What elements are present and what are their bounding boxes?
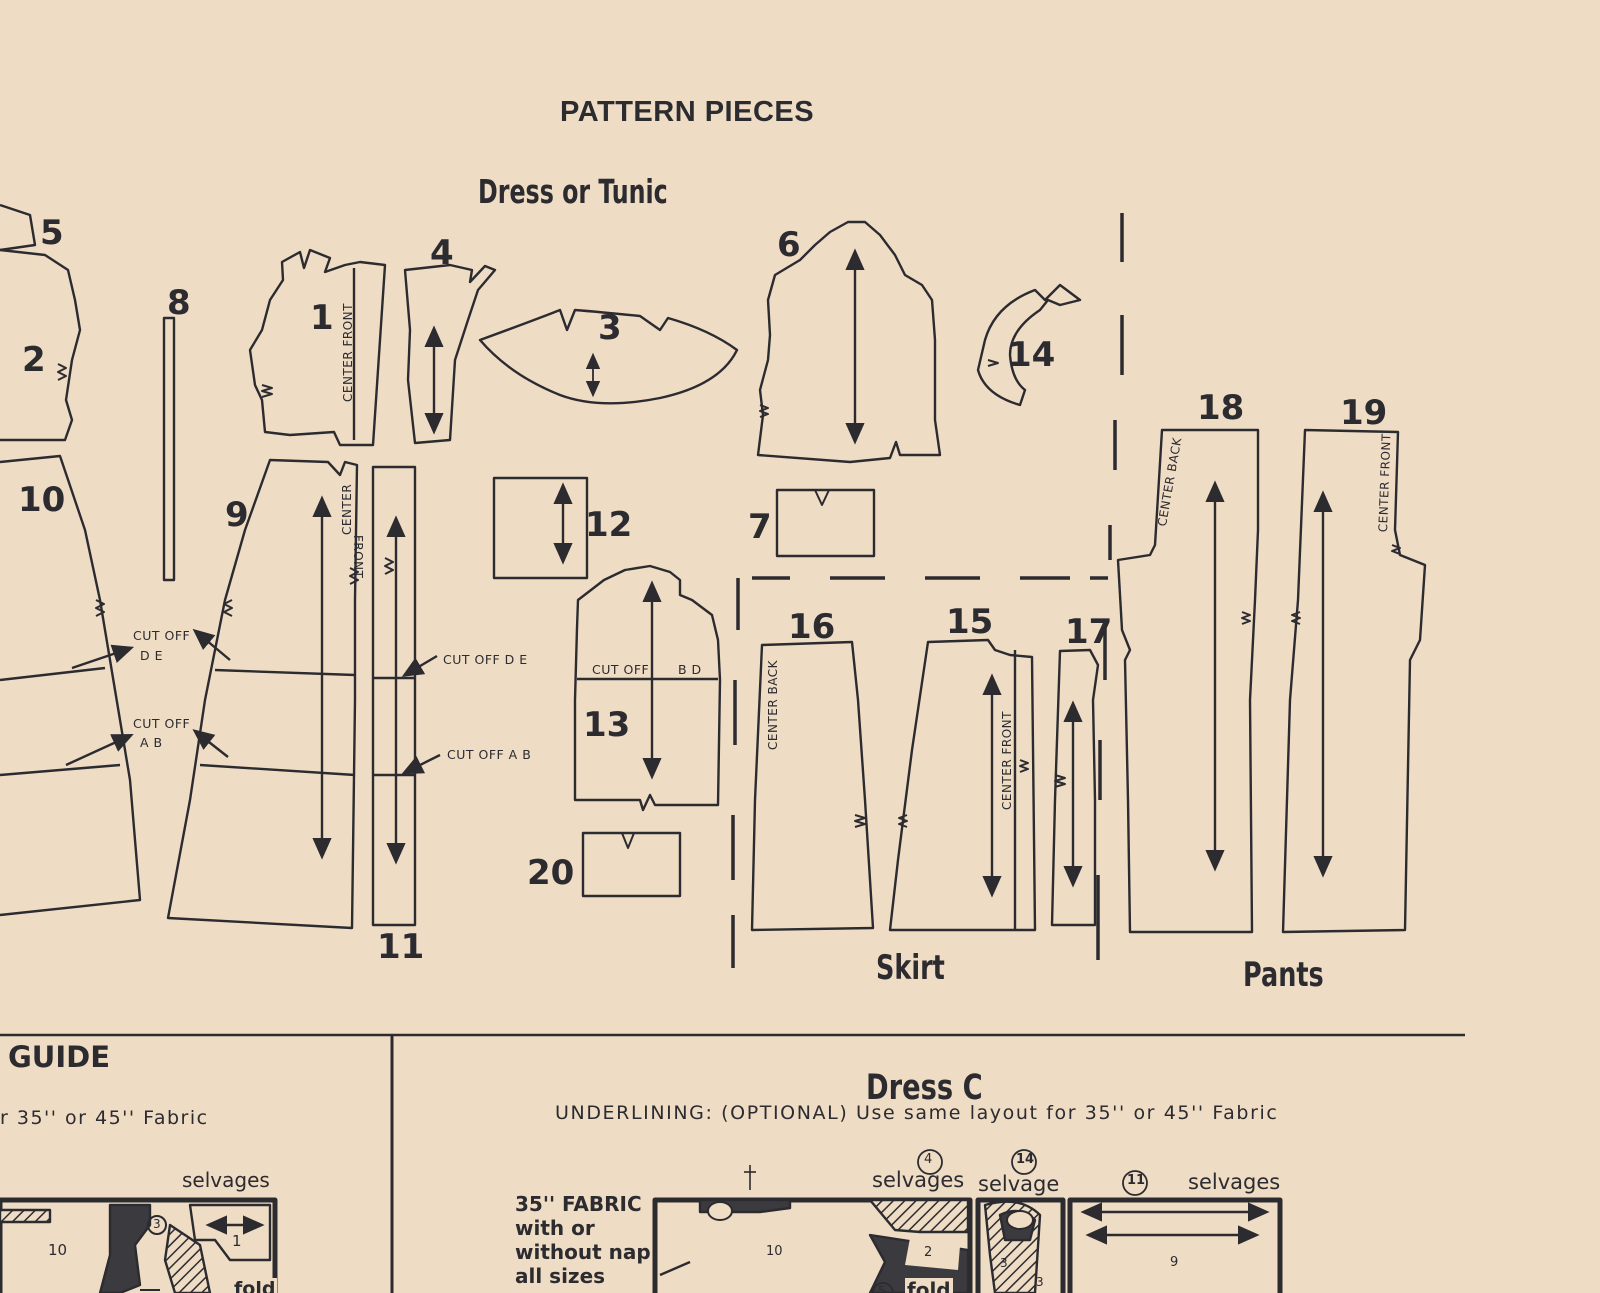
dress-c-circle-14: 14 <box>1016 1152 1035 1167</box>
cut-off-de-10: D E <box>140 648 163 663</box>
guide-selvages-label: selvages <box>182 1168 270 1192</box>
guide-fold-label: fold <box>232 1278 278 1293</box>
mark-center-front-1: CENTER FRONT <box>341 303 355 402</box>
dress-c-fold-label: fold <box>905 1278 953 1293</box>
piece-10-shape <box>0 454 142 917</box>
piece-18-shape <box>1116 428 1260 934</box>
section-label-skirt: Skirt <box>876 948 945 988</box>
dress-c-title: Dress C <box>866 1068 983 1108</box>
dress-c-layout-3b: 3 <box>1036 1275 1044 1289</box>
piece-16-shape <box>750 640 875 932</box>
mark-center-9: CENTER <box>340 483 354 535</box>
dress-c-selvage-label: selvage <box>978 1172 1060 1196</box>
piece-12-shape <box>492 476 589 580</box>
piece-number-20: 20 <box>527 853 575 893</box>
piece-number-16: 16 <box>788 607 836 647</box>
piece-number-4: 4 <box>430 233 454 273</box>
dress-c-selvages-label-1: selvages <box>872 1168 965 1192</box>
piece-20-shape <box>581 831 682 898</box>
dress-c-layout-9: 9 <box>1170 1255 1179 1270</box>
mark-center-front-15: CENTER FRONT <box>1000 711 1014 810</box>
piece-4-shape <box>403 263 497 445</box>
piece-number-18: 18 <box>1197 388 1245 428</box>
piece-number-7: 7 <box>748 507 772 547</box>
piece-number-8: 8 <box>167 283 191 323</box>
piece-15-shape <box>888 638 1037 932</box>
divider-vertical-right <box>1096 213 1124 960</box>
piece-number-12: 12 <box>585 505 633 545</box>
piece-3-shape <box>478 308 739 405</box>
piece-number-13: 13 <box>583 705 631 745</box>
dress-c-layout-2: 2 <box>924 1245 933 1260</box>
left-layout-diagram <box>0 1197 278 1293</box>
piece-13-shape <box>573 564 722 812</box>
piece-number-10: 10 <box>18 480 66 520</box>
cut-off-label-10-lower: CUT OFF <box>133 716 191 731</box>
guide-layout-piece-10: 10 <box>48 1241 68 1259</box>
piece-number-15: 15 <box>946 602 994 642</box>
guide-subtitle: r 35'' or 45'' Fabric <box>0 1107 209 1129</box>
piece-8-shape <box>162 316 176 582</box>
dress-c-fabric-note: 35'' FABRIC with or without nap all size… <box>515 1192 651 1288</box>
piece-2-shape <box>0 248 82 442</box>
dress-c-selvages-label-2: selvages <box>1188 1170 1281 1194</box>
piece-5-shape <box>0 203 37 252</box>
divider-vertical-left <box>731 578 740 968</box>
piece-1-shape <box>248 248 387 447</box>
page-title: PATTERN PIECES <box>560 96 815 128</box>
piece-number-9: 9 <box>225 495 249 535</box>
piece-11-shape <box>371 465 417 927</box>
piece-number-6: 6 <box>777 225 801 265</box>
piece-7-shape <box>775 488 876 558</box>
piece-number-11: 11 <box>377 927 425 967</box>
cut-off-ab-11: CUT OFF A B <box>447 747 532 762</box>
mark-front-11: FRONT <box>351 535 365 579</box>
piece-14-shape <box>976 283 1082 407</box>
piece-9-shape <box>166 458 359 930</box>
piece-19-shape <box>1281 428 1427 934</box>
guide-layout-piece-1: 1 <box>232 1232 242 1250</box>
dress-c-circle-4: 4 <box>924 1152 933 1167</box>
piece-6-shape <box>756 220 942 464</box>
cut-off-label-13: CUT OFF <box>592 662 650 677</box>
dress-c-underlining-note: UNDERLINING: (OPTIONAL) Use same layout … <box>555 1102 1279 1124</box>
section-title-dress-tunic: Dress or Tunic <box>478 172 668 211</box>
piece-17-shape <box>1050 648 1100 927</box>
piece-number-3: 3 <box>598 308 622 348</box>
cut-off-bd-13: B D <box>678 662 702 677</box>
dress-c-layout-10-circle: 10 <box>713 1204 729 1217</box>
piece-number-14: 14 <box>1008 335 1056 375</box>
piece-number-19: 19 <box>1340 393 1388 433</box>
cut-off-de-11: CUT OFF D E <box>443 652 528 667</box>
mark-center-back-16: CENTER BACK <box>766 660 780 750</box>
piece-number-2: 2 <box>22 340 46 380</box>
dress-c-circle-11: 11 <box>1127 1173 1146 1188</box>
piece-number-17: 17 <box>1065 612 1113 652</box>
dress-c-layout-5: 5 <box>878 1284 886 1293</box>
dress-c-layout-diagram <box>652 1149 1283 1293</box>
cut-off-label-10-upper: CUT OFF <box>133 628 191 643</box>
piece-number-1: 1 <box>310 298 334 338</box>
guide-title: GUIDE <box>8 1040 111 1074</box>
cut-off-ab-10: A B <box>140 735 163 750</box>
dress-c-layout-10: 10 <box>766 1244 783 1259</box>
section-label-pants: Pants <box>1243 955 1324 995</box>
guide-layout-piece-3: 3 <box>153 1217 161 1231</box>
piece-number-5: 5 <box>40 213 64 253</box>
dress-c-layout-3a: 3 <box>1000 1256 1008 1270</box>
